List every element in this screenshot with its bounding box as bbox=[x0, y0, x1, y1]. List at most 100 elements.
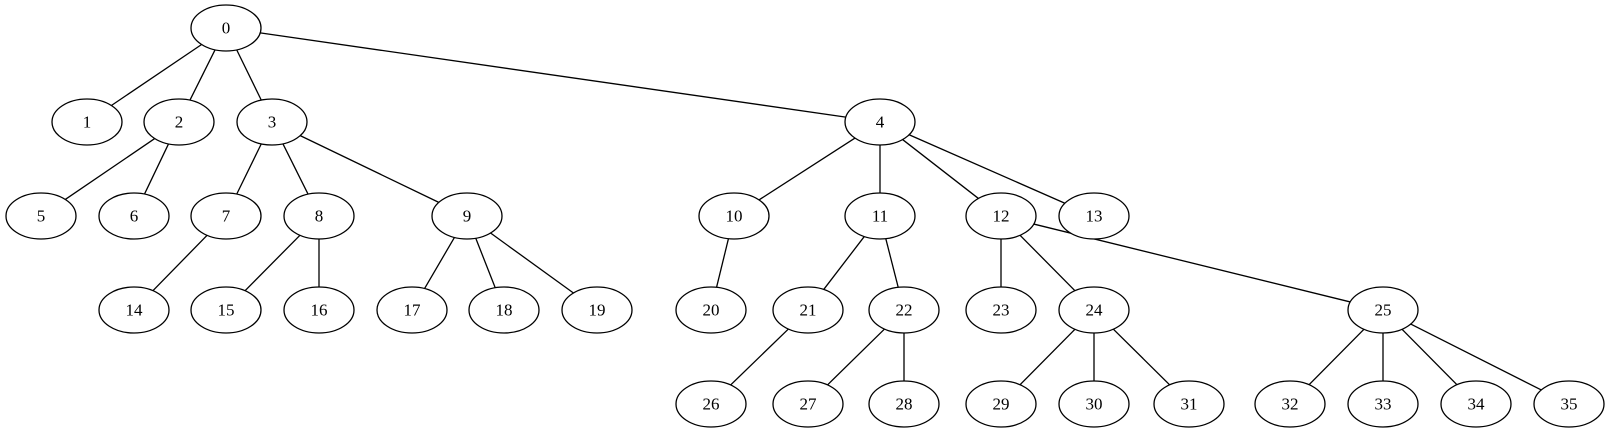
node-ellipse-27 bbox=[772, 380, 844, 428]
node-32: 32 bbox=[1254, 380, 1326, 428]
node-label-15: 15 bbox=[218, 301, 235, 320]
edge-24-31 bbox=[1112, 328, 1171, 386]
node-4: 4 bbox=[844, 98, 916, 146]
edge-0-3 bbox=[236, 49, 262, 101]
node-label-5: 5 bbox=[37, 207, 46, 226]
node-ellipse-15 bbox=[190, 286, 262, 334]
node-ellipse-17 bbox=[376, 286, 448, 334]
node-label-8: 8 bbox=[315, 207, 324, 226]
node-23: 23 bbox=[965, 286, 1037, 334]
node-17: 17 bbox=[376, 286, 448, 334]
node-label-22: 22 bbox=[896, 301, 913, 320]
node-label-25: 25 bbox=[1375, 301, 1392, 320]
node-label-29: 29 bbox=[993, 395, 1010, 414]
node-ellipse-22 bbox=[868, 286, 940, 334]
edge-9-19 bbox=[490, 232, 574, 294]
node-33: 33 bbox=[1347, 380, 1419, 428]
node-ellipse-12 bbox=[965, 192, 1037, 240]
node-31: 31 bbox=[1153, 380, 1225, 428]
node-27: 27 bbox=[772, 380, 844, 428]
node-30: 30 bbox=[1058, 380, 1130, 428]
node-15: 15 bbox=[190, 286, 262, 334]
node-14: 14 bbox=[98, 286, 170, 334]
node-label-17: 17 bbox=[404, 301, 422, 320]
node-ellipse-29 bbox=[965, 380, 1037, 428]
edge-4-12 bbox=[902, 139, 979, 199]
node-label-27: 27 bbox=[800, 395, 818, 414]
node-ellipse-13 bbox=[1058, 192, 1130, 240]
node-label-33: 33 bbox=[1375, 395, 1392, 414]
node-28: 28 bbox=[868, 380, 940, 428]
node-ellipse-21 bbox=[772, 286, 844, 334]
node-19: 19 bbox=[561, 286, 633, 334]
node-ellipse-28 bbox=[868, 380, 940, 428]
node-ellipse-19 bbox=[561, 286, 633, 334]
node-label-11: 11 bbox=[872, 207, 888, 226]
edge-0-2 bbox=[189, 49, 216, 101]
node-label-23: 23 bbox=[993, 301, 1010, 320]
node-22: 22 bbox=[868, 286, 940, 334]
node-ellipse-31 bbox=[1153, 380, 1225, 428]
node-26: 26 bbox=[675, 380, 747, 428]
node-label-13: 13 bbox=[1086, 207, 1103, 226]
node-label-16: 16 bbox=[311, 301, 328, 320]
node-label-9: 9 bbox=[463, 207, 472, 226]
node-label-10: 10 bbox=[726, 207, 743, 226]
node-label-6: 6 bbox=[130, 207, 139, 226]
node-ellipse-10 bbox=[698, 192, 770, 240]
edge-9-17 bbox=[423, 237, 456, 289]
node-ellipse-4 bbox=[844, 98, 916, 146]
node-ellipse-35 bbox=[1533, 380, 1605, 428]
node-label-1: 1 bbox=[83, 113, 92, 132]
edge-8-15 bbox=[244, 234, 301, 292]
node-7: 7 bbox=[190, 192, 262, 240]
edge-4-10 bbox=[758, 137, 856, 201]
node-ellipse-2 bbox=[143, 98, 215, 146]
edge-0-4 bbox=[260, 32, 846, 118]
node-label-31: 31 bbox=[1181, 395, 1198, 414]
node-label-7: 7 bbox=[222, 207, 231, 226]
node-label-32: 32 bbox=[1282, 395, 1299, 414]
node-ellipse-5 bbox=[5, 192, 77, 240]
node-24: 24 bbox=[1058, 286, 1130, 334]
node-20: 20 bbox=[675, 286, 747, 334]
edge-25-32 bbox=[1308, 328, 1365, 386]
node-label-0: 0 bbox=[222, 19, 231, 38]
node-ellipse-1 bbox=[51, 98, 123, 146]
edge-11-22 bbox=[885, 238, 899, 288]
node-ellipse-24 bbox=[1058, 286, 1130, 334]
edges-layer bbox=[64, 32, 1542, 391]
node-25: 25 bbox=[1347, 286, 1419, 334]
edge-0-1 bbox=[111, 43, 202, 107]
node-ellipse-26 bbox=[675, 380, 747, 428]
node-label-30: 30 bbox=[1086, 395, 1103, 414]
edge-2-5 bbox=[64, 138, 156, 200]
edge-25-34 bbox=[1401, 328, 1458, 386]
node-ellipse-8 bbox=[283, 192, 355, 240]
node-label-20: 20 bbox=[703, 301, 720, 320]
node-label-26: 26 bbox=[703, 395, 720, 414]
node-3: 3 bbox=[236, 98, 308, 146]
edge-3-7 bbox=[236, 143, 262, 195]
node-label-28: 28 bbox=[896, 395, 913, 414]
node-11: 11 bbox=[844, 192, 916, 240]
node-label-14: 14 bbox=[126, 301, 144, 320]
edge-11-21 bbox=[823, 236, 865, 290]
node-0: 0 bbox=[190, 4, 262, 52]
node-ellipse-9 bbox=[431, 192, 503, 240]
edge-22-27 bbox=[827, 328, 885, 386]
node-10: 10 bbox=[698, 192, 770, 240]
edge-10-20 bbox=[715, 238, 730, 288]
node-ellipse-6 bbox=[98, 192, 170, 240]
node-label-12: 12 bbox=[993, 207, 1010, 226]
edge-3-8 bbox=[282, 143, 309, 195]
node-ellipse-25 bbox=[1347, 286, 1419, 334]
node-12: 12 bbox=[965, 192, 1037, 240]
node-29: 29 bbox=[965, 380, 1037, 428]
node-label-34: 34 bbox=[1468, 395, 1486, 414]
edge-7-14 bbox=[152, 234, 208, 292]
node-16: 16 bbox=[283, 286, 355, 334]
node-35: 35 bbox=[1533, 380, 1605, 428]
